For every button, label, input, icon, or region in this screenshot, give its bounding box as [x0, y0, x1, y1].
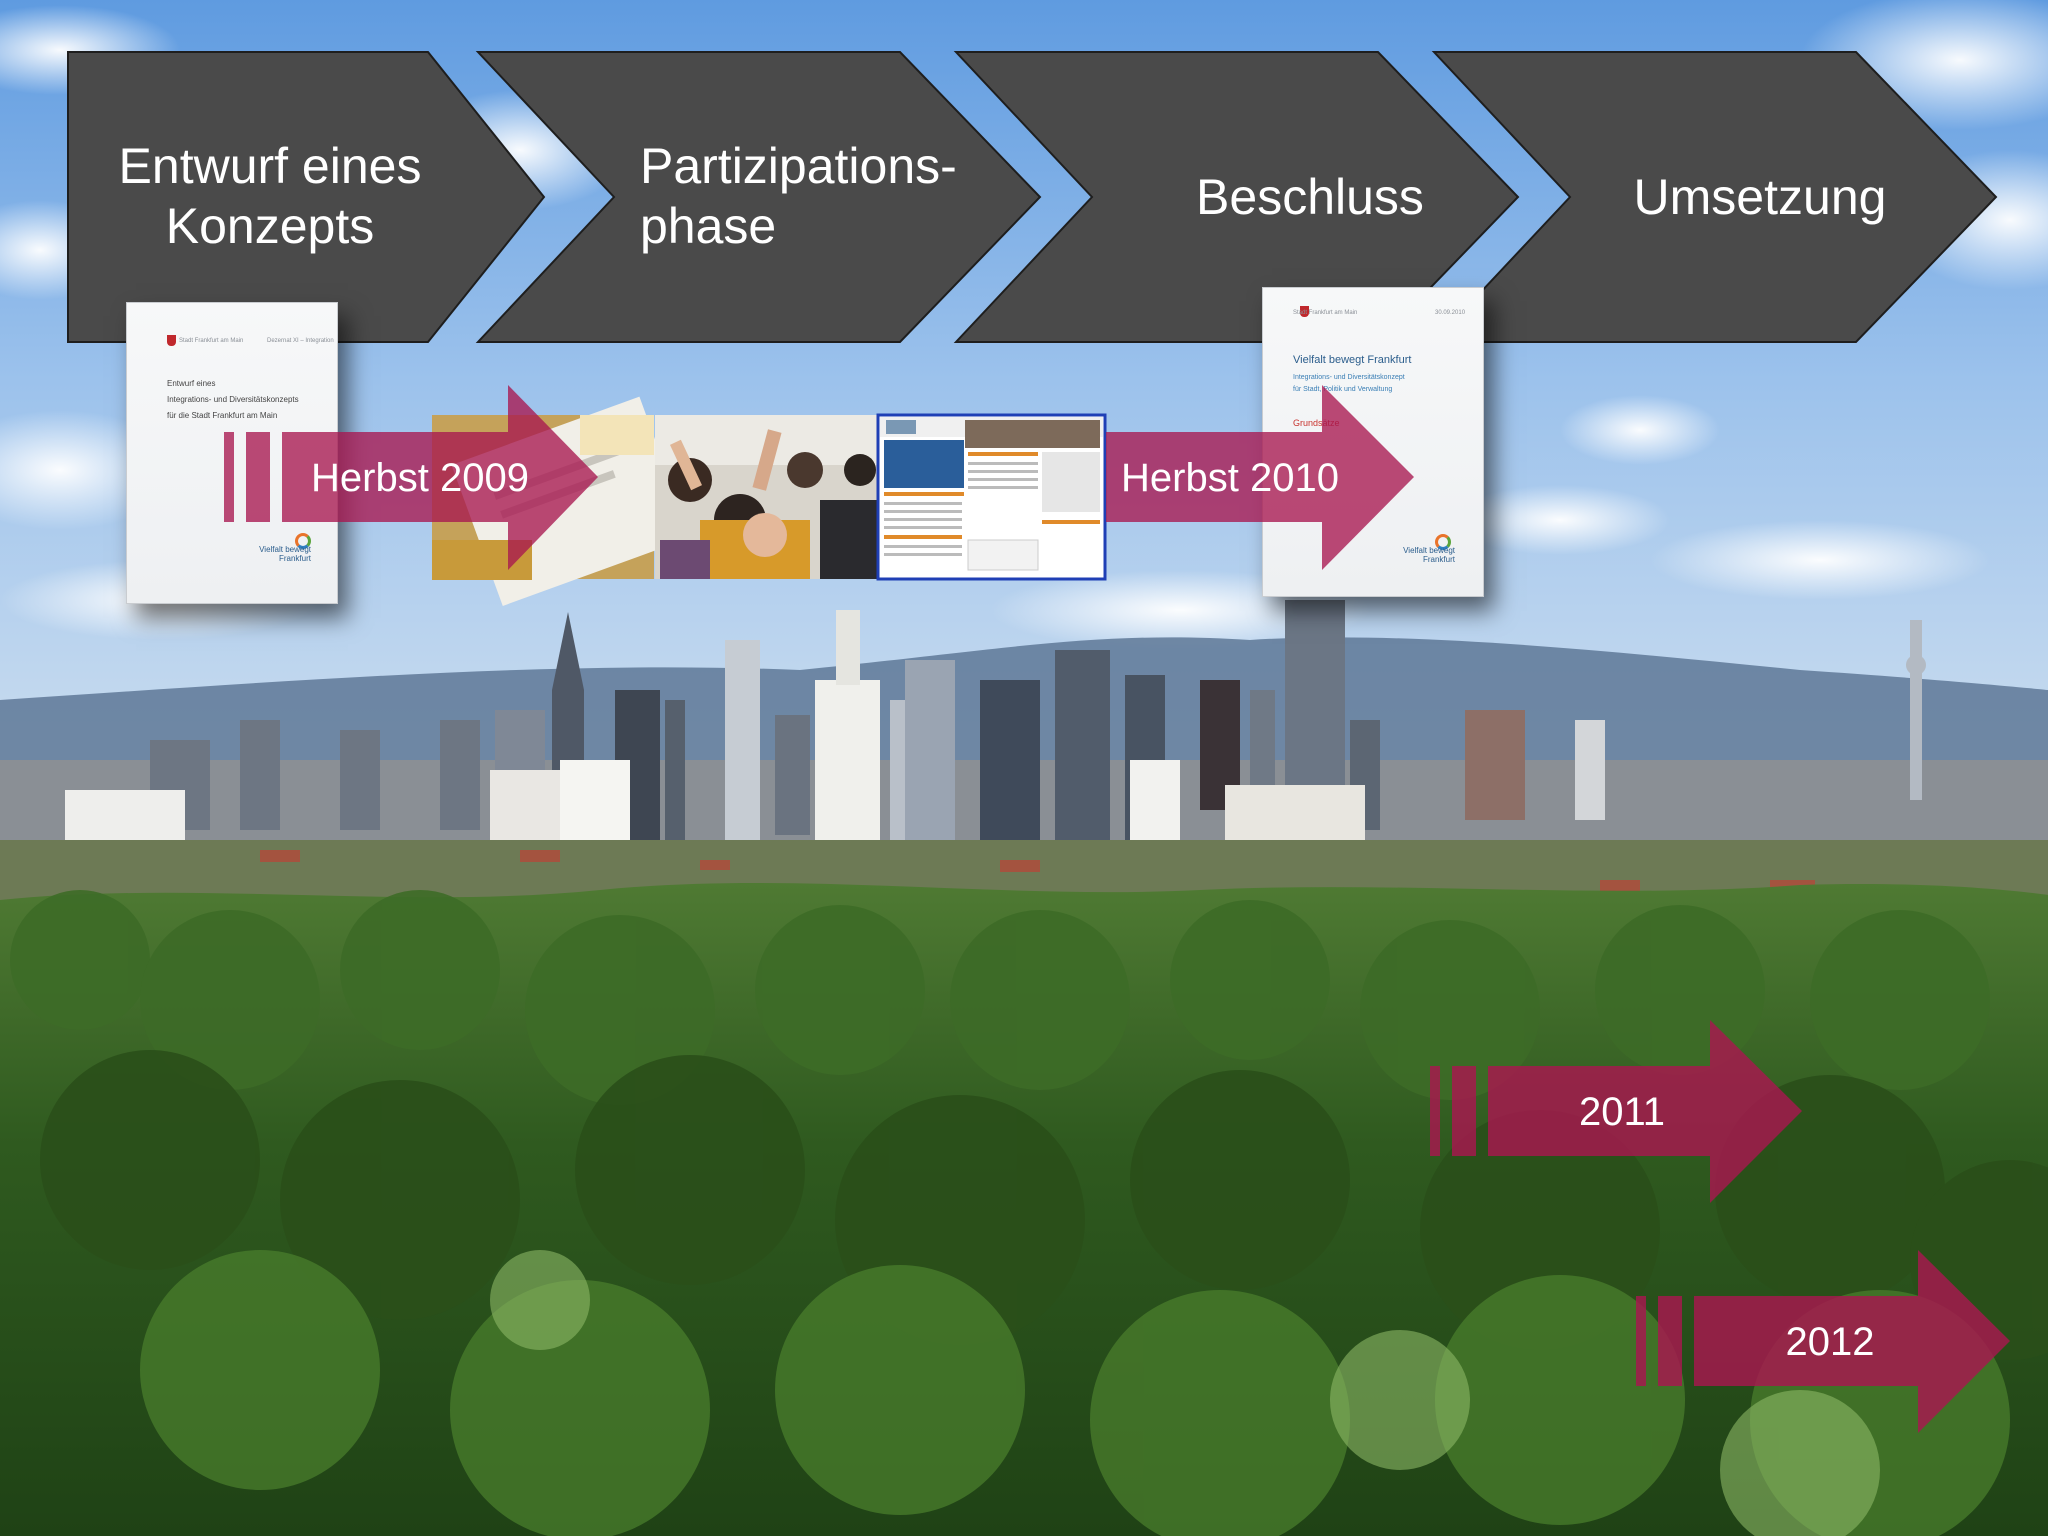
frankfurt-crest-icon	[1300, 306, 1309, 317]
phase-label-participation: Partizipations- phase	[640, 138, 957, 254]
phase-label-implementation: Umsetzung	[1633, 169, 1887, 225]
phase-label-concept-draft: Entwurf eines Konzepts	[118, 138, 422, 254]
document-header-left: Stadt Frankfurt am Main	[1293, 310, 1358, 316]
document-header-right: Dezernat XI – Integration	[267, 338, 334, 344]
skyline-buildings	[65, 600, 1926, 860]
document-header-left: Stadt Frankfurt am Main	[179, 338, 244, 344]
document-title: Vielfalt bewegt Frankfurt	[1293, 354, 1412, 366]
phase-chevrons	[67, 51, 1998, 343]
phase-label-decision: Beschluss	[1196, 169, 1424, 225]
final-concept-document: Stadt Frankfurt am Main 30.09.2010 Vielf…	[1262, 287, 1484, 597]
vielfalt-logo-text: Vielfalt bewegt Frankfurt	[1403, 546, 1455, 564]
frankfurt-crest-icon	[167, 335, 176, 346]
vielfalt-logo-text: Vielfalt bewegt Frankfurt	[259, 545, 311, 563]
document-subtitle-2: für Stadt, Politik und Verwaltung	[1293, 386, 1393, 393]
document-subtitle-1: Integrations- und Diversitätskonzept	[1293, 374, 1405, 381]
document-line-3: für die Stadt Frankfurt am Main	[167, 411, 278, 420]
vielfalt-logo-icon	[295, 533, 311, 549]
concept-draft-document: Stadt Frankfurt am Main Dezernat XI – In…	[126, 302, 338, 604]
chevron-concept-draft	[67, 51, 546, 343]
label-herbst-2010: Herbst 2010	[1121, 456, 1339, 500]
document-section-heading: Grundsätze	[1293, 418, 1340, 428]
vielfalt-logo-icon	[1435, 534, 1451, 550]
chevron-implementation	[1431, 51, 1998, 343]
label-2012: 2012	[1785, 1320, 1875, 1364]
document-line-1: Entwurf eines	[167, 379, 216, 388]
label-herbst-2009: Herbst 2009	[311, 456, 529, 500]
label-2011: 2011	[1578, 1090, 1665, 1134]
chevron-participation	[475, 51, 1042, 343]
document-header-right: 30.09.2010	[1435, 310, 1466, 316]
document-line-2: Integrations- und Diversitätskonzepts	[167, 395, 299, 404]
